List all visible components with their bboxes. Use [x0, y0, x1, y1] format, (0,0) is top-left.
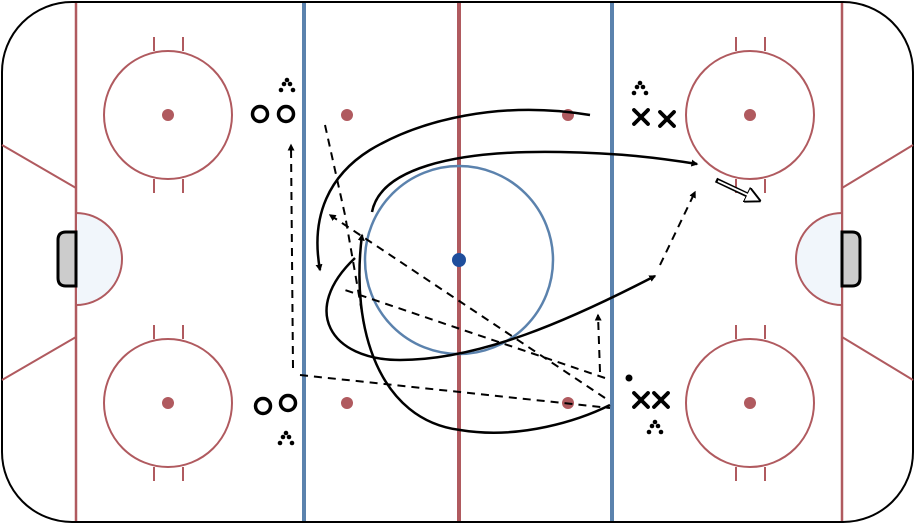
pass-path-5 — [344, 289, 606, 379]
puck-pile-icon — [631, 80, 649, 96]
center-dot — [452, 253, 466, 267]
net-icon — [56, 230, 78, 288]
corner-lines — [1, 144, 914, 381]
net-icon — [840, 230, 862, 288]
puck-icon — [625, 374, 633, 382]
player-x — [652, 391, 670, 409]
player-x — [632, 391, 650, 409]
player-o — [276, 104, 296, 124]
puck-pile-icon — [277, 430, 295, 446]
puck-pile-icon — [646, 419, 664, 435]
left-goal-crease — [75, 211, 123, 307]
skate-path-3 — [325, 257, 657, 362]
pass-path-3 — [299, 374, 611, 409]
offense-players — [250, 104, 298, 416]
skate-path-1 — [315, 108, 591, 272]
faceoff-circles — [103, 37, 815, 481]
pass-paths — [287, 124, 696, 409]
player-x — [658, 110, 676, 128]
pass-path-2 — [324, 124, 366, 331]
player-x — [632, 108, 650, 126]
skate-path-2 — [370, 150, 699, 213]
pass-path-6 — [594, 313, 602, 373]
pass-path-1 — [287, 143, 295, 369]
player-o — [278, 393, 298, 413]
player-o — [250, 104, 270, 124]
shot-path-inner — [717, 180, 749, 196]
player-o — [253, 396, 273, 416]
right-goal-crease — [795, 211, 843, 307]
puck-pile-icon — [278, 77, 296, 93]
defense-players — [632, 108, 676, 409]
